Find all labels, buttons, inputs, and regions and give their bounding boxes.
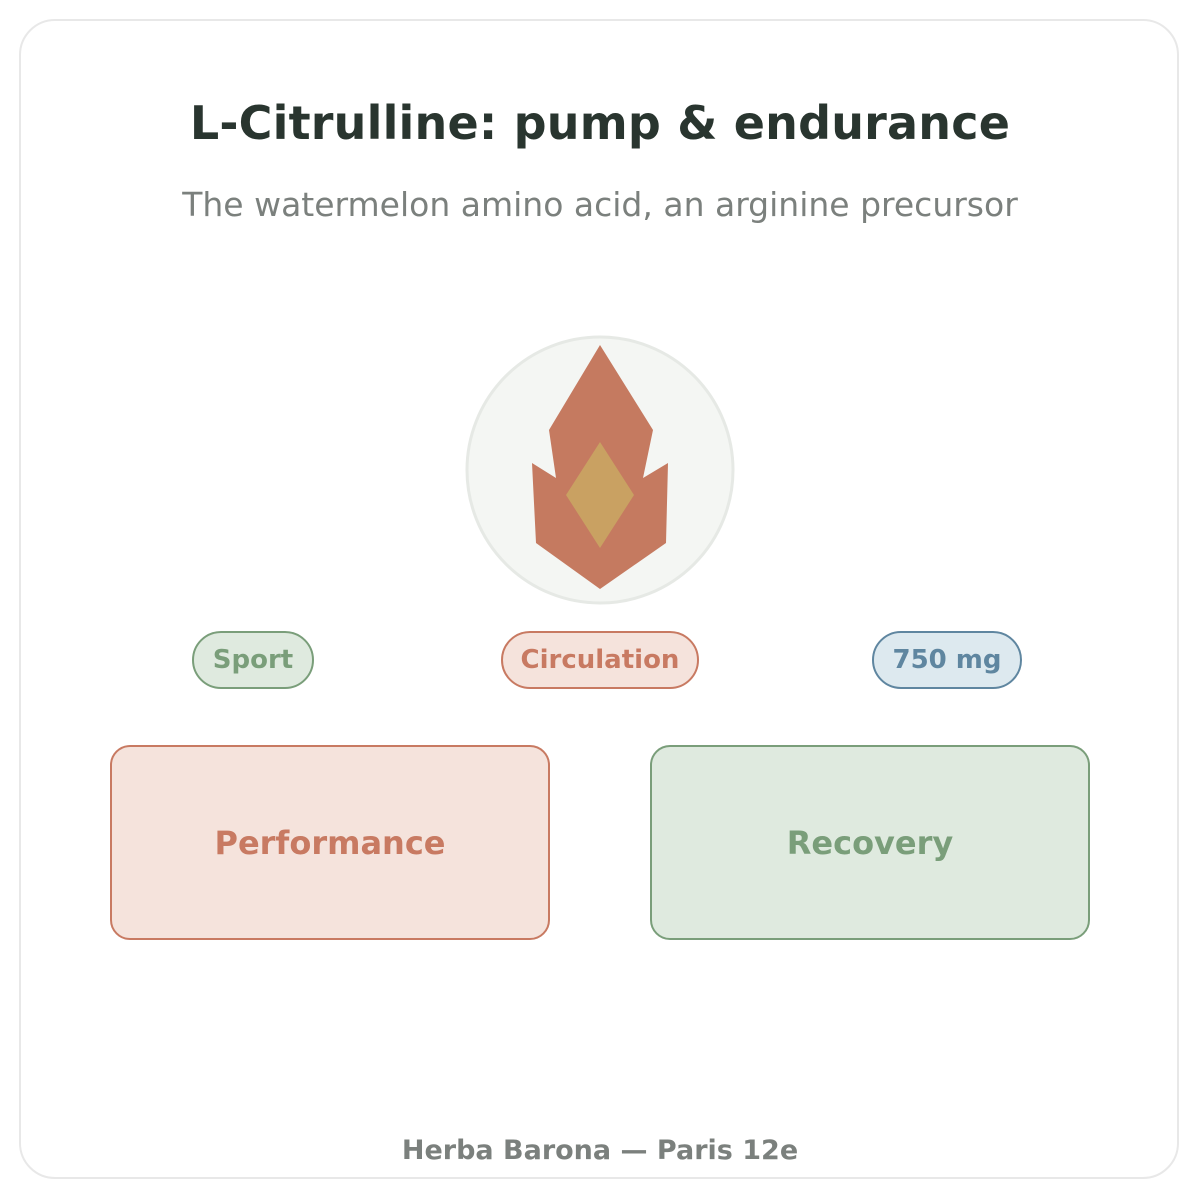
tag-sport: Sport — [192, 631, 314, 689]
flame-icon — [532, 345, 668, 589]
footer-credit: Herba Barona — Paris 12e — [401, 1135, 799, 1166]
page-title: L-Citrulline: pump & endurance — [189, 96, 1011, 150]
benefit-label: Performance — [214, 823, 446, 862]
tag-dose: 750 mg — [872, 631, 1022, 689]
benefit-card-recovery: Recovery — [650, 745, 1090, 940]
tag-circulation: Circulation — [501, 631, 699, 689]
flame-core — [566, 442, 634, 548]
flame-emblem — [465, 335, 735, 605]
page-subtitle: The watermelon amino acid, an arginine p… — [182, 185, 1018, 224]
benefit-label: Recovery — [786, 823, 954, 862]
benefit-card-performance: Performance — [110, 745, 550, 940]
